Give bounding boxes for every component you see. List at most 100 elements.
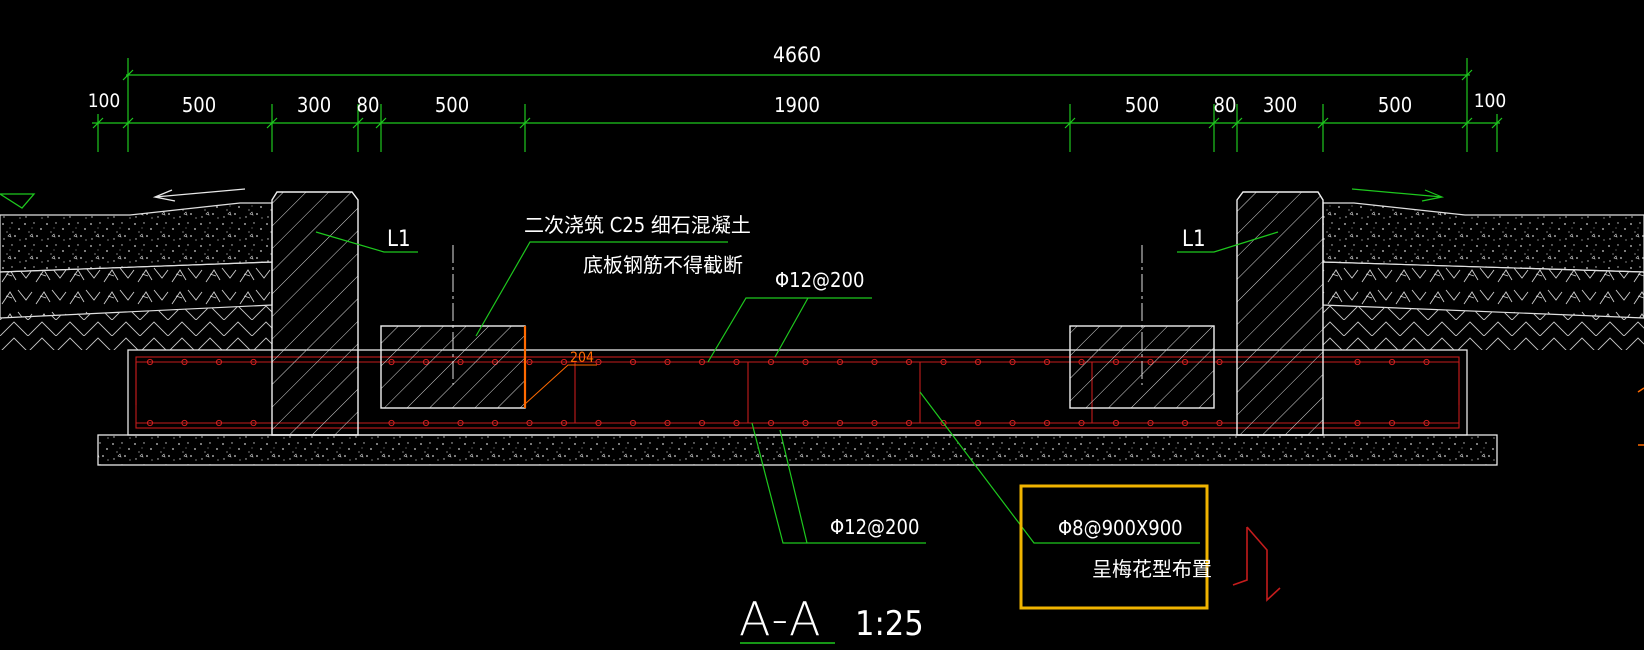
rebar-dot [905, 358, 913, 366]
soil-left [0, 305, 272, 350]
rebar-dot [664, 358, 671, 366]
rebar-dot [1423, 419, 1430, 427]
rebar-dot [1423, 358, 1430, 366]
rebar-dot [1216, 419, 1223, 427]
annotations: L1 L1 二次浇筑 C25 细石混凝土 底板钢筋不得截断 Φ12@200 Φ1… [315, 213, 1279, 544]
dimension-chain: 4660 100 500 300 80 500 1900 500 80 300 … [88, 43, 1507, 152]
rebar-dot [1354, 419, 1361, 427]
rebar-dot [836, 419, 844, 427]
rebar-dot [1009, 358, 1016, 366]
rebar-dot [526, 358, 533, 366]
rebar-dot [802, 358, 809, 366]
rebar-hooks [135, 362, 1460, 405]
rebar-dot [250, 358, 257, 366]
leader-rebar-top [707, 297, 872, 363]
rebar-dot [146, 358, 154, 366]
rebar-dot [1078, 419, 1085, 427]
rebar-dot [1009, 419, 1016, 427]
leader-beam-left [315, 231, 418, 253]
rebar-dot [146, 419, 154, 427]
rebar-dot [871, 358, 878, 366]
rebar-dot [1216, 358, 1223, 366]
rebar-dot [1147, 419, 1154, 427]
rebar-dot [974, 358, 982, 366]
slope-arrow-left [152, 188, 246, 202]
ground-right [1322, 188, 1644, 350]
rebar-dot [629, 419, 637, 427]
label-beam-left: L1 [387, 227, 411, 252]
rebar-dot [388, 419, 395, 427]
spacer-highlight-box [1019, 484, 1209, 610]
wall-right-body [1236, 191, 1324, 436]
dim-segment-8: 80 [1214, 93, 1237, 117]
pavement-right [1322, 202, 1644, 273]
rebar-dot [181, 419, 188, 427]
section-scale: 1:25 [855, 604, 924, 644]
label-spacer-2: 呈梅花型布置 [1092, 557, 1212, 581]
joint-dim-label: 204 [570, 350, 594, 366]
wall-right [1236, 191, 1324, 436]
dim-segment-2: 500 [182, 93, 216, 117]
rebar-dot [664, 419, 671, 427]
pavement-left [0, 202, 273, 273]
rebar-dot [940, 358, 947, 366]
dim-segment-6: 1900 [774, 93, 820, 117]
leader-concrete [475, 241, 728, 337]
rebar-dot [974, 419, 982, 427]
rebar-dot [802, 419, 809, 427]
rebar-dot [905, 419, 913, 427]
rebar-dot [526, 419, 533, 427]
rebar-dot [940, 419, 947, 427]
rebar-dot [1354, 358, 1361, 366]
rebar-dot [698, 419, 706, 427]
dim-segment-11: 100 [1474, 90, 1507, 112]
rebar-dot [215, 419, 223, 427]
dimension-ticks [92, 58, 1503, 152]
rebar-dot [1181, 419, 1189, 427]
floor-slab [127, 349, 1468, 436]
rebar-dot [595, 419, 602, 427]
dim-overall: 4660 [773, 43, 821, 67]
bedding-layer [97, 434, 1498, 466]
rebar-dot [836, 358, 844, 366]
rebar-dot [560, 419, 568, 427]
label-concrete-1: 二次浇筑 C25 细石混凝土 [524, 213, 751, 237]
joint-leader [524, 364, 597, 405]
rebar-dot [457, 419, 464, 427]
dim-segment-10: 500 [1378, 93, 1412, 117]
slope-arrow-right [1351, 188, 1445, 202]
ground-left [0, 188, 273, 350]
label-spacer-1: Φ8@900X900 [1058, 516, 1183, 540]
rebar-dot [250, 419, 257, 427]
soil-right [1323, 305, 1644, 350]
dim-segment-4: 80 [357, 93, 380, 117]
rebar-dot [1388, 419, 1396, 427]
section-break-symbol [1232, 526, 1281, 602]
dim-segment-1: 100 [88, 90, 121, 112]
label-rebar-top: Φ12@200 [775, 268, 864, 292]
leader-rebar-bottom [751, 422, 926, 544]
rebar-dot [871, 419, 878, 427]
label-beam-right: L1 [1182, 227, 1206, 252]
rebar-dot [698, 358, 706, 366]
label-concrete-2: 底板钢筋不得截断 [583, 253, 743, 277]
rebar-dot [733, 358, 740, 366]
rebar-dot [767, 358, 775, 366]
dim-segment-3: 300 [297, 93, 331, 117]
rebar-dot [560, 358, 568, 366]
rebar-dot [629, 358, 637, 366]
dim-segment-5: 500 [435, 93, 469, 117]
dim-segment-9: 300 [1263, 93, 1297, 117]
wall-left [271, 191, 359, 436]
rebar-dot [733, 419, 740, 427]
rebar-dot [422, 419, 430, 427]
rebar-dot [767, 419, 775, 427]
rebar-dot [1112, 419, 1120, 427]
section-title: A-A [739, 592, 823, 646]
dim-segment-7: 500 [1125, 93, 1159, 117]
leader-beam-right [1177, 231, 1279, 253]
leader-spacer [919, 391, 1200, 544]
rebar-dot [595, 358, 602, 366]
rebar-dot [181, 358, 188, 366]
